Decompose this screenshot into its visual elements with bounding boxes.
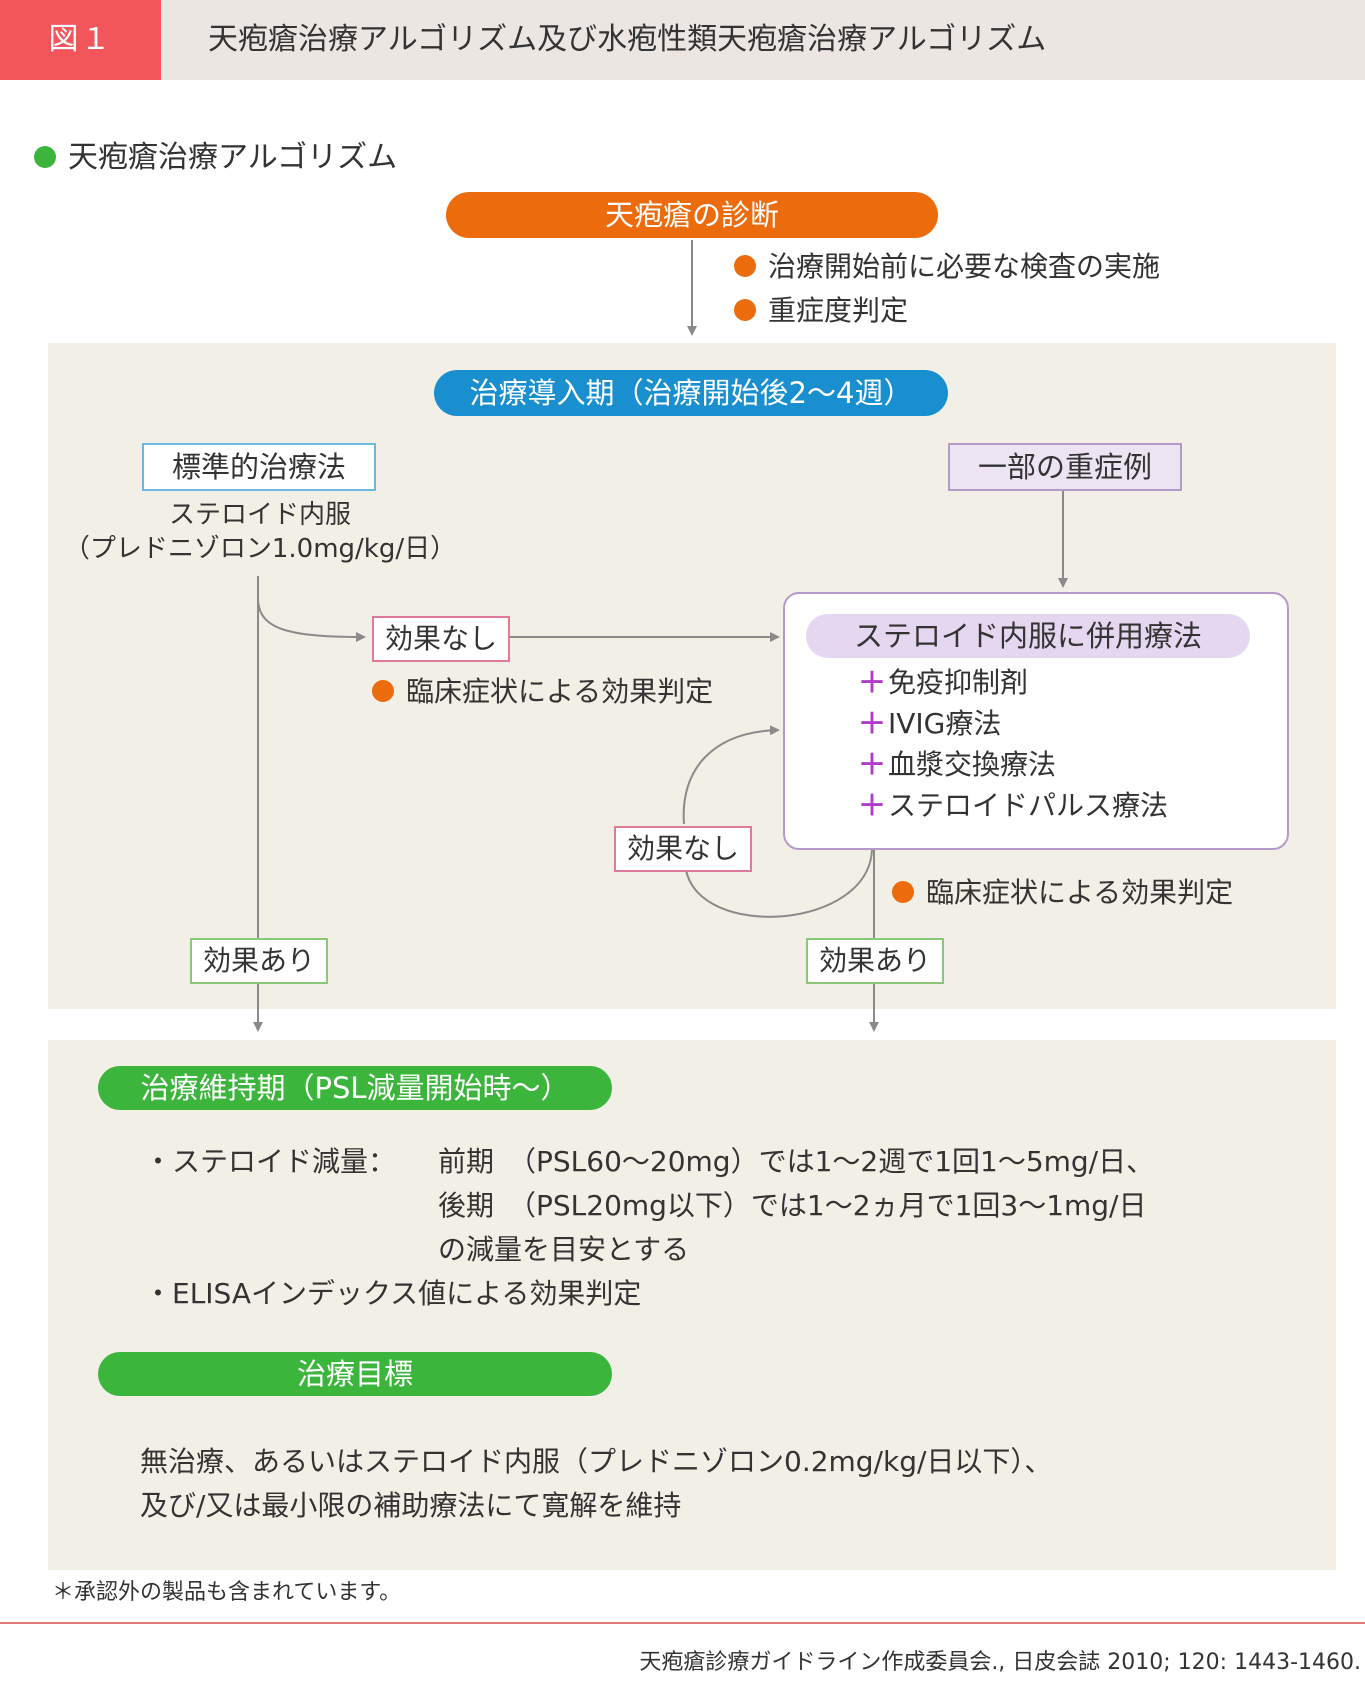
standard-therapy-box: 標準的治療法 (142, 443, 376, 491)
maintenance-panel (48, 1040, 1336, 1570)
figure-label: 図１ (0, 0, 161, 80)
plus-icon: ＋ (858, 707, 887, 740)
prednisolone-dose-text: （プレドニゾロン1.0mg/kg/日） (63, 534, 457, 564)
orange-bullet-icon (734, 299, 756, 321)
combo-item: ＋IVIG療法 (858, 705, 1001, 743)
orange-bullet-icon (892, 881, 914, 903)
plus-icon: ＋ (858, 748, 887, 781)
goal-line: 及び/又は最小限の補助療法にて寛解を維持 (140, 1489, 682, 1522)
arrow-to-no-effect (257, 597, 366, 642)
footer-divider (0, 1622, 1365, 1624)
taper-line: 前期 （PSL60〜20mg）では1〜2週で1回1〜5mg/日、 (438, 1145, 1155, 1178)
diagnosis-pill: 天疱瘡の診断 (446, 192, 938, 238)
section-heading-text: 天疱瘡治療アルゴリズム (68, 140, 398, 175)
taper-line: の減量を目安とする (438, 1233, 690, 1266)
title-bar (161, 0, 1365, 80)
combo-item-label: ステロイドパルス療法 (888, 789, 1169, 822)
combo-item: ＋免疫抑制剤 (858, 664, 1028, 702)
loop-arrow-lower (685, 849, 873, 918)
orange-bullet-icon (734, 255, 756, 277)
severe-case-box: 一部の重症例 (948, 443, 1182, 491)
clinical-eval-text: 臨床症状による効果判定 (406, 675, 714, 708)
orange-bullet-icon (372, 680, 394, 702)
diagnosis-bullet: 治療開始前に必要な検査の実施 (734, 248, 1160, 286)
clinical-eval-text: 臨床症状による効果判定 (926, 876, 1234, 909)
green-bullet-icon (34, 145, 56, 168)
loop-arrow-upper (682, 725, 780, 825)
combo-item-label: 血漿交換療法 (888, 748, 1057, 781)
diagnosis-bullet: 重症度判定 (734, 292, 908, 330)
citation: 天疱瘡診療ガイドライン作成委員会., 日皮会誌 2010; 120: 1443-… (639, 1650, 1361, 1675)
induction-pill: 治療導入期（治療開始後2〜4週） (434, 370, 948, 416)
goal-pill: 治療目標 (98, 1352, 612, 1396)
no-effect-tag: 効果なし (372, 616, 510, 662)
maintenance-pill: 治療維持期（PSL減量開始時〜） (98, 1066, 612, 1110)
combo-item: ＋ステロイドパルス療法 (858, 787, 1168, 825)
goal-line: 無治療、あるいはステロイド内服（プレドニゾロン0.2mg/kg/日以下）、 (140, 1445, 1053, 1478)
combination-therapy-title: ステロイド内服に併用療法 (806, 614, 1250, 658)
taper-line: 後期 （PSL20mg以下）では1〜2ヵ月で1回3〜1mg/日 (438, 1189, 1147, 1222)
plus-icon: ＋ (858, 789, 887, 822)
footnote: ＊承認外の製品も含まれています。 (52, 1580, 402, 1605)
combo-item-label: IVIG療法 (888, 707, 1002, 740)
plus-icon: ＋ (858, 666, 887, 699)
effect-yes-tag: 効果あり (190, 938, 328, 984)
section-heading: 天疱瘡治療アルゴリズム (34, 138, 397, 178)
steroid-oral-text: ステロイド内服 (168, 500, 351, 530)
clinical-eval: 臨床症状による効果判定 (372, 673, 713, 711)
effect-yes-tag: 効果あり (806, 938, 944, 984)
no-effect-tag: 効果なし (614, 826, 752, 872)
figure-title: 天疱瘡治療アルゴリズム及び水疱性類天疱瘡治療アルゴリズム (208, 22, 1047, 57)
combo-item-label: 免疫抑制剤 (888, 666, 1029, 699)
diagnosis-bullet-text: 重症度判定 (768, 294, 909, 327)
combo-item: ＋血漿交換療法 (858, 746, 1056, 784)
taper-label: ・ステロイド減量： (144, 1145, 397, 1178)
diagnosis-bullet-text: 治療開始前に必要な検査の実施 (768, 250, 1161, 283)
elisa-line: ・ELISAインデックス値による効果判定 (144, 1277, 642, 1310)
clinical-eval: 臨床症状による効果判定 (892, 874, 1233, 912)
